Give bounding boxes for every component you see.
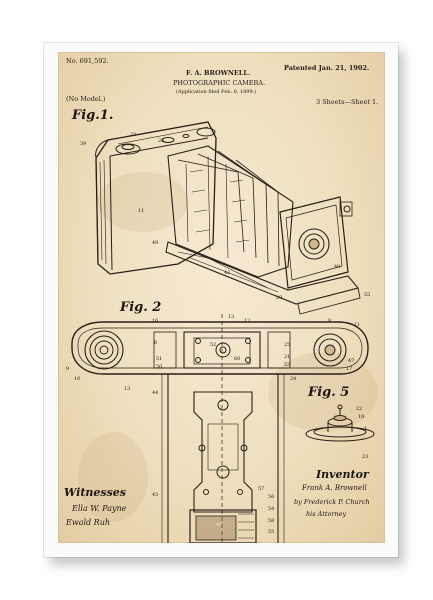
ref-6: 6 [154, 340, 158, 346]
witness-signature-2: Ewald Ruh [66, 518, 111, 527]
fig1-lens-board [279, 196, 353, 289]
ref-53: 53 [284, 362, 291, 368]
ref-40: 40 [334, 264, 341, 270]
ref-18: 18 [358, 414, 365, 420]
ref-23b: 23 [362, 454, 369, 460]
ref-16: 16 [152, 318, 159, 324]
application-note: (Application filed Feb. 6, 1899.) [176, 89, 257, 95]
ref-26: 26 [158, 138, 165, 144]
ref-39: 39 [80, 141, 87, 147]
attorney-label: his Attorney [306, 510, 347, 518]
ref-49: 49 [152, 240, 159, 246]
ref-47: 47 [348, 358, 355, 364]
ref-25: 25 [284, 342, 291, 348]
front-board-detail [189, 391, 257, 543]
fig5-label: Fig. 5 [308, 385, 350, 400]
ref-29: 29 [276, 295, 283, 301]
ref-51: 51 [156, 356, 163, 362]
inventor-signature: Frank A. Brownell [302, 484, 367, 492]
ref-8: 8 [328, 318, 332, 324]
fig1-baseboard [165, 241, 361, 315]
ref-54: 54 [268, 506, 275, 512]
ref-55b: 55 [268, 529, 275, 535]
ref-50: 50 [156, 364, 163, 370]
invention-title: PHOTOGRAPHIC CAMERA. [173, 79, 266, 87]
ref-10: 10 [74, 376, 81, 382]
patent-number: No. 691,592. [66, 57, 109, 65]
ref-42: 42 [224, 270, 231, 276]
ref-1: 1 [364, 426, 368, 432]
model-note: (No Model.) [66, 95, 106, 103]
ref-11: 11 [138, 208, 145, 214]
inventor-label: Inventor [316, 468, 369, 481]
fig2-label: Fig. 2 [120, 300, 162, 315]
fig1-bellows [167, 145, 294, 278]
ref-57: 57 [258, 486, 265, 492]
ref-17: 17 [346, 366, 353, 372]
inventor-title: F. A. BROWNELL. [186, 69, 251, 77]
witnesses-label: Witnesses [64, 486, 126, 499]
fig5-knob-detail [305, 404, 375, 442]
ref-21: 21 [284, 354, 291, 360]
ref-12: 12 [244, 318, 251, 324]
ref-24: 24 [290, 376, 297, 382]
attorney-signature: by Frederick P. Church [294, 498, 370, 506]
patent-drawing-sheet: No. 691,592. Patented Jan. 21, 1902. F. … [58, 52, 385, 543]
ref-23: 23 [130, 132, 137, 138]
ref-60: 60 [234, 356, 241, 362]
ref-43: 43 [152, 492, 159, 498]
ref-44: 44 [152, 390, 159, 396]
ref-11b: 11 [354, 322, 361, 328]
patented-date: Patented Jan. 21, 1902. [284, 64, 370, 72]
sheet-note: 3 Sheets—Sheet 1. [316, 98, 379, 106]
ref-56: 56 [268, 494, 275, 500]
ref-13b: 13 [124, 386, 131, 392]
ref-22: 22 [356, 406, 363, 412]
ref-52: 52 [210, 342, 217, 348]
ref-58: 58 [268, 518, 275, 524]
fig1-camera-body [95, 121, 217, 275]
ref-55: 55 [364, 292, 371, 298]
fig2-section [71, 314, 369, 543]
fig1-label: Fig.1. [72, 108, 114, 123]
camera-patent-illustration [71, 121, 375, 543]
witness-signature-1: Ella W. Payne [72, 504, 127, 513]
ref-41: 41 [216, 522, 223, 528]
ref-9: 9 [66, 366, 70, 372]
ref-13: 13 [228, 314, 235, 320]
